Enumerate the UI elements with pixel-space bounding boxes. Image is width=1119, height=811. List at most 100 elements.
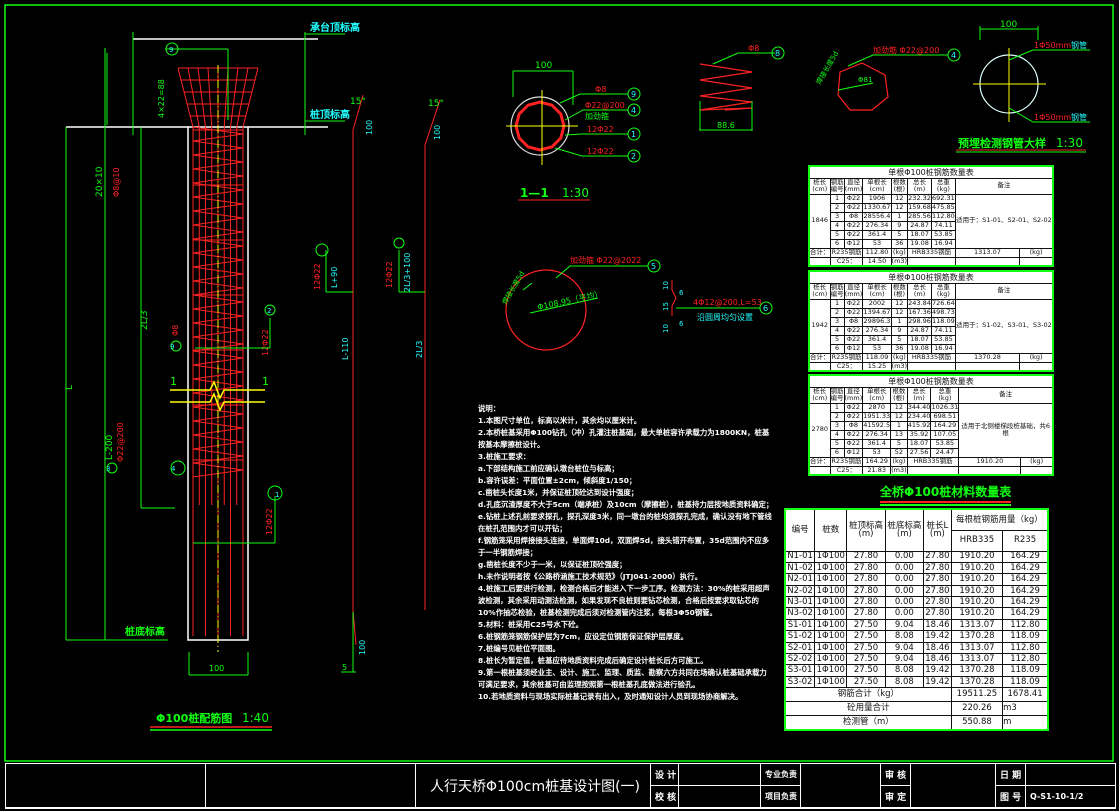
rebar-line bbox=[192, 161, 244, 170]
table-cell: 361.4 bbox=[862, 229, 892, 240]
summary-cell: 118.09 bbox=[1002, 664, 1049, 677]
spacer-d3: 10 bbox=[662, 324, 670, 333]
bar-details: 15° 15° 100 100 12Φ22 L+90 12Φ22 2L/3+10… bbox=[313, 94, 444, 673]
rebar-line bbox=[192, 371, 244, 380]
table-cell: 53 bbox=[862, 447, 892, 458]
table-header: 总重 (kg) bbox=[930, 386, 960, 404]
ring-weld: 焊接长度5d bbox=[500, 270, 526, 306]
summary-cell: 1370.28 bbox=[950, 664, 1004, 677]
table-cell: 1 bbox=[890, 420, 908, 431]
mark-1: 1 bbox=[631, 130, 636, 139]
summary-cell: 27.80 bbox=[846, 584, 886, 598]
table-cell: 24.47 bbox=[930, 447, 960, 458]
bar1-hook: 100 bbox=[365, 120, 374, 135]
note-line: 4.桩施工后要进行检测，检测合格后才能进入下一步工序。检测方法：30%的桩采用超… bbox=[478, 584, 770, 617]
table-cell: 1 bbox=[829, 402, 845, 413]
table-cell: 16.94 bbox=[930, 238, 956, 249]
spacer-sub: 沿圆周均匀设置 bbox=[697, 312, 753, 322]
table-cell: 5 bbox=[890, 438, 908, 449]
table-cell: 5 bbox=[890, 334, 909, 345]
project-label: 项目负责 bbox=[761, 786, 801, 808]
table-cell: 52 bbox=[890, 447, 908, 458]
note-line: 10.若地质资料与现场实际桩基记录有出入，及时通知设计人员到现场协商解决。 bbox=[478, 692, 743, 701]
single-pile-table: 单根Φ100桩钢筋数量表桩长 (cm)钢筋 编号直径 (mm)单根长 (cm)根… bbox=[808, 165, 1054, 267]
note-line: g.凿桩长度不少于一米，以保证桩顶砼强度； bbox=[478, 560, 627, 569]
table-cell: 5 bbox=[829, 334, 845, 345]
spacer-d4: 6 bbox=[679, 289, 684, 297]
summary-cell: 112.80 bbox=[1002, 618, 1049, 632]
bar1-bottom-hook: 100 bbox=[358, 640, 367, 655]
summary-cell: N1-01 bbox=[784, 550, 816, 563]
table-cell: 29896.3 bbox=[862, 316, 892, 327]
rebar-line bbox=[192, 420, 244, 429]
summary-cell: 112.80 bbox=[1002, 641, 1049, 655]
table-cell: 5 bbox=[890, 229, 909, 240]
stiffener-detail: 加劲筋 Φ22@200 4 Φ81 焊接长度5d bbox=[814, 45, 961, 111]
summary-cell: 27.80 bbox=[846, 596, 886, 609]
table-cell: 118.09 bbox=[930, 316, 956, 327]
table-cell: 276.34 bbox=[862, 429, 892, 440]
mark-8: 8 bbox=[775, 49, 780, 58]
summary-cell: 1313.07 bbox=[950, 652, 1004, 666]
summary-cell: 27.50 bbox=[846, 652, 886, 666]
summary-cell: 27.80 bbox=[923, 573, 952, 586]
table-cell: 13 bbox=[890, 429, 908, 440]
table-cell: 298.96 bbox=[907, 316, 932, 327]
table-remark: 适用于：S1-02、S3-01、S3-02 bbox=[954, 298, 1054, 354]
table-remark: 适用于北侧楼梯段桩基础，共6根 bbox=[958, 402, 1054, 458]
section-label-4: Φ22@200 bbox=[585, 101, 625, 110]
summary-cell: 27.80 bbox=[923, 561, 952, 575]
note-line: b.容许误差：平面位置±2cm，倾斜度1/150； bbox=[478, 476, 637, 485]
mark-4: 4 bbox=[631, 106, 636, 115]
drawing-no-label: 图 号 bbox=[996, 786, 1026, 808]
pipe-unit: m bbox=[1002, 715, 1049, 731]
table-cell: Φ8 bbox=[843, 316, 864, 327]
spacer-d5: 6 bbox=[679, 320, 684, 328]
rebar-line bbox=[192, 448, 244, 457]
summary-cell: 8.08 bbox=[884, 630, 925, 643]
table-cell: 726.64 bbox=[930, 298, 956, 309]
table-cell: 698.51 bbox=[930, 411, 960, 422]
note-line: f.钢筋笼采用焊接接头连接，单面焊10d，双面焊5d，接头错开布置，35d范围内… bbox=[478, 536, 770, 557]
bar1-bottom5: 5 bbox=[342, 663, 347, 672]
pile-length: 1846 bbox=[808, 193, 831, 249]
bar1-total: L-110 bbox=[341, 338, 350, 360]
cap-top-label: 承台顶标高 bbox=[310, 21, 360, 34]
dim-L: L bbox=[65, 385, 75, 390]
summary-cell: 0.00 bbox=[884, 550, 925, 563]
table-cell: 285.56 bbox=[907, 211, 932, 222]
summary-cell: 1Φ100 bbox=[814, 596, 848, 609]
pipe-value: 550.88 bbox=[950, 715, 1004, 731]
drawing-title: 人行天桥Φ100cm桩基设计图(一) bbox=[416, 764, 651, 808]
rebar-line bbox=[192, 189, 244, 198]
table-cell: 1 bbox=[890, 211, 909, 222]
summary-cell: 27.50 bbox=[846, 618, 886, 632]
bar1-len: L+90 bbox=[330, 267, 339, 288]
table-cell: 12 bbox=[890, 402, 908, 413]
table-cell: 12 bbox=[890, 307, 909, 318]
table-cell: 27.56 bbox=[906, 447, 932, 458]
table-header: 直径 (mm) bbox=[843, 177, 864, 195]
table-cell: 159.68 bbox=[907, 202, 932, 213]
table-header: 直径 (mm) bbox=[843, 386, 864, 404]
table-cell: 6 bbox=[829, 447, 845, 458]
summary-cell: 1Φ100 bbox=[814, 607, 848, 620]
section-1-1: 100 Φ8 Φ22@200 加劲箍 12Φ22 12Φ22 9 4 1 2 1… bbox=[506, 61, 641, 201]
table-cell: 18.07 bbox=[906, 438, 932, 449]
note-line: 5.材料：桩采用C25号水下砼。 bbox=[478, 620, 583, 629]
pipe-top-label: 1Φ50mm bbox=[1034, 41, 1071, 50]
note-line: 说明： bbox=[478, 404, 501, 413]
table-cell: 164.29 bbox=[930, 420, 960, 431]
table-remark: 适用于：S1-01、S2-01、S2-02 bbox=[954, 193, 1054, 249]
table-cell: 41592.5 bbox=[862, 420, 892, 431]
table-header: 桩长 (cm) bbox=[808, 282, 831, 300]
table-cell: Φ12 bbox=[843, 343, 864, 354]
elevation-scale: 1:40 bbox=[242, 711, 269, 725]
